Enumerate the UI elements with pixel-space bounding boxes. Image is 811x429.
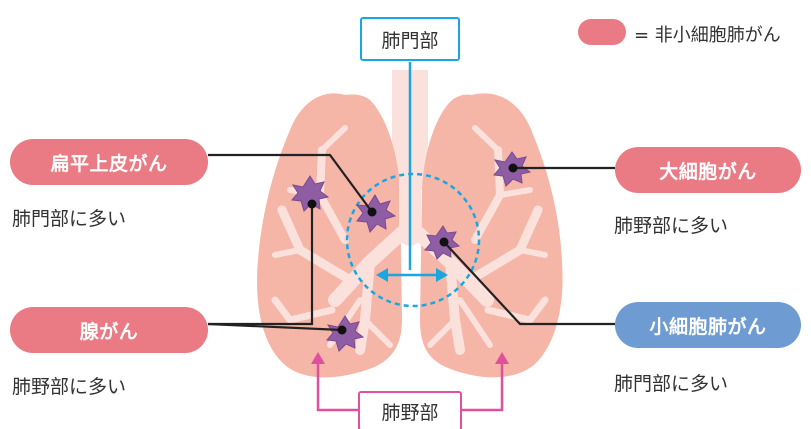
hilar-width-arrow [376,268,448,282]
small-cell-pill: 小細胞肺がん [615,302,801,348]
large-cell-location: 肺野部に多い [614,211,728,238]
large-cell-pill: 大細胞がん [615,147,801,193]
small-cell-location: 肺門部に多い [614,369,728,396]
adenocarcinoma-pill: 腺がん [10,307,208,353]
legend-swatch [578,19,626,45]
peripheral-label-box: 肺野部 [358,391,462,429]
squamous-cell-location: 肺門部に多い [12,204,126,231]
squamous-cell-pill: 扁平上皮がん [10,139,208,185]
hilar-label-box: 肺門部 [360,17,460,61]
legend-text: = 非小細胞肺がん [634,21,781,47]
adenocarcinoma-location: 肺野部に多い [12,372,126,399]
